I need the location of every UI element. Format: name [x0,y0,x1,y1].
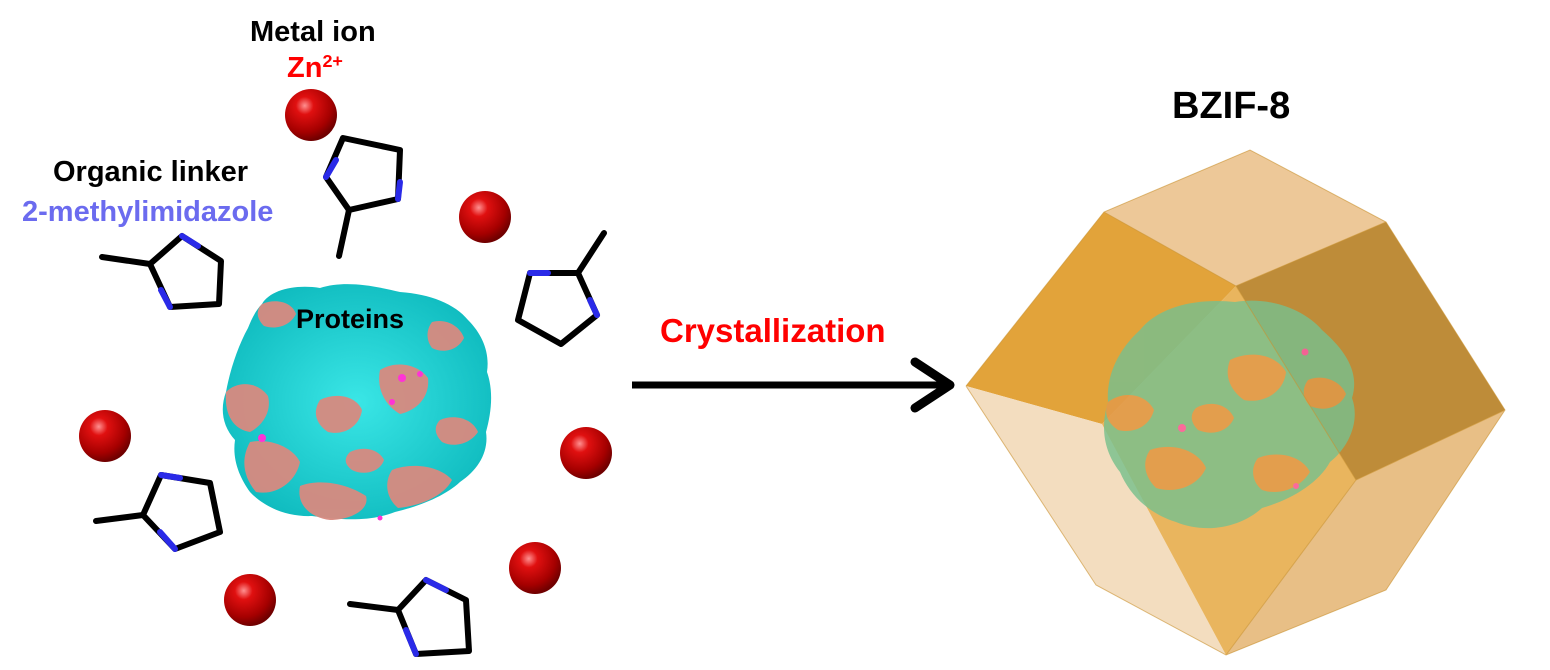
zinc-ion [459,191,511,243]
linker-molecule [93,472,223,552]
protein-molecule [222,284,492,521]
bzif8-crystal [965,149,1506,656]
zinc-ion [79,410,131,462]
organic-linker-label: Organic linker [53,156,249,188]
bzif8-title: BZIF-8 [1172,85,1291,127]
proteins-label: Proteins [296,304,405,334]
linker-molecule [99,233,224,310]
linker-molecule [515,230,607,347]
zinc-ion [509,542,561,594]
encapsulated-protein [1104,300,1355,529]
zinc-ion [285,89,337,141]
linker-molecule [347,577,472,657]
process-arrow [632,357,955,413]
metal-ion-label: Metal ion [250,16,376,48]
zinc-ions [79,89,612,626]
linker-name-label: 2-methylimidazole [22,196,274,228]
zinc-symbol: Zn [287,52,323,84]
zinc-charge: 2+ [322,51,343,72]
linker-molecule [323,135,403,259]
crystallization-label: Crystallization [660,312,886,349]
zinc-ion-formula: Zn2+ [287,51,343,84]
zinc-ion [224,574,276,626]
linkers [93,135,607,657]
zinc-ion [560,427,612,479]
